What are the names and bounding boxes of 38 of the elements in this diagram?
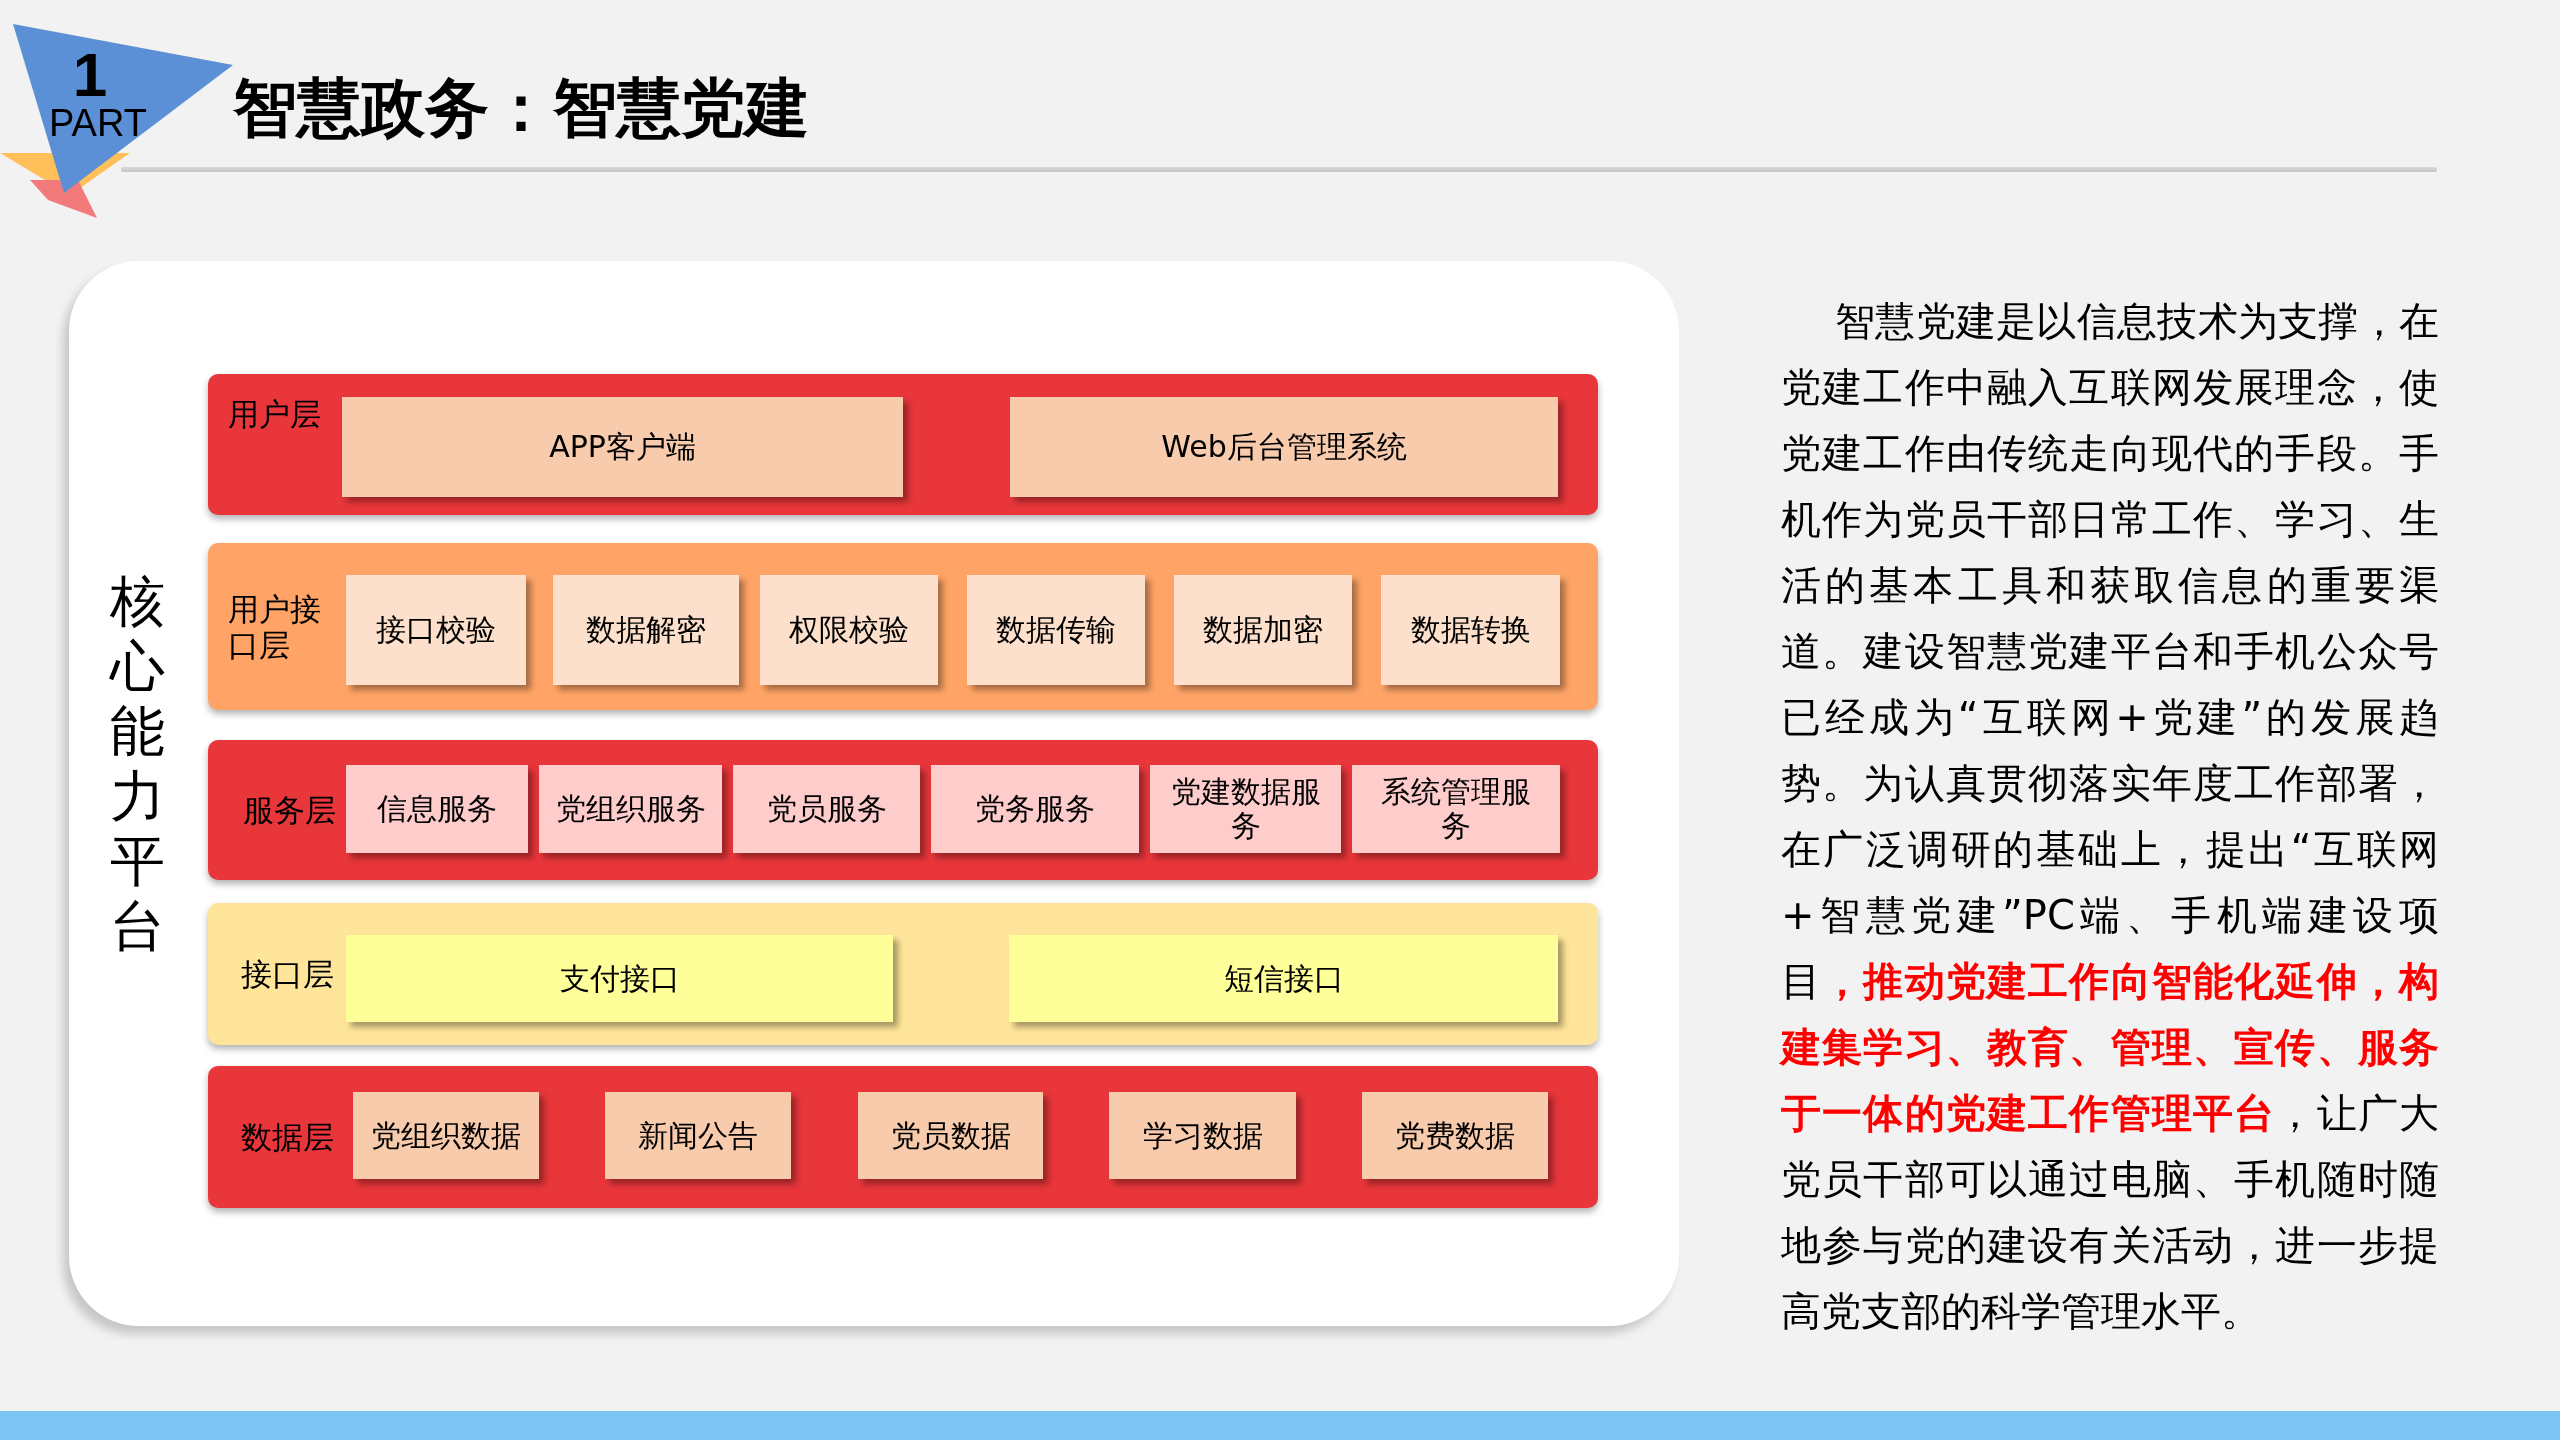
layer-component: 权限校验 xyxy=(760,575,938,685)
vertical-title: 核心能力平台 xyxy=(109,569,165,959)
layer-band xyxy=(208,374,1598,515)
layer-component: 短信接口 xyxy=(1009,935,1558,1022)
layer-component: 学习数据 xyxy=(1109,1092,1296,1179)
layer-component: 党组织服务 xyxy=(539,765,722,853)
layer-component: 信息服务 xyxy=(346,765,528,853)
layer-component: 党员数据 xyxy=(858,1092,1043,1179)
layer-component: 数据转换 xyxy=(1381,575,1560,685)
layer-component: 新闻公告 xyxy=(605,1092,791,1179)
page-title: 智慧政务：智慧党建 xyxy=(233,72,809,144)
layer-component: Web后台管理系统 xyxy=(1010,397,1558,497)
layer-component: 数据解密 xyxy=(553,575,739,685)
layer-label: 用户层 xyxy=(228,396,322,432)
layer-label: 服务层 xyxy=(243,792,337,828)
layer-component: 支付接口 xyxy=(346,935,893,1022)
part-badge xyxy=(13,24,233,193)
description-paragraph: 智慧党建是以信息技术为支撑，在党建工作中融入互联网发展理念，使党建工作由传统走向现代的手段。手机作为党员干部日常工作、学习、生活的基本工具和获取信息的重要渠道。建设智慧党建平台和手机公众号已经成为“互联网+党建”的发展趋势。为认真贯彻落实年度工作部署，在广泛调研的基础上，提出“互联网+智慧党建”PC端、手机端建设项目，推动党建工作向智能化延伸，构建集学习、教育、管理、宣传、服务于一体的党建工作管理平台，让广大党员干部可以通过电脑、手机随时随地参与党的建设有关活动，进一步提高党支部的科学管理水平。 xyxy=(1781,297,2439,1336)
layer-label: 用户接口层 xyxy=(228,590,322,663)
layer-label: 数据层 xyxy=(241,1119,335,1155)
layer-band xyxy=(208,1066,1598,1208)
layer-component: 党员服务 xyxy=(733,765,920,853)
layer-band xyxy=(208,740,1598,880)
platform-panel xyxy=(69,261,1679,1326)
layer-label: 接口层 xyxy=(241,956,335,992)
part-label: PART xyxy=(48,104,148,142)
layer-component: 党费数据 xyxy=(1362,1092,1548,1179)
layer-band xyxy=(208,903,1598,1045)
layer-component: 接口校验 xyxy=(346,575,526,685)
layer-band xyxy=(208,543,1598,710)
layer-component: 党建数据服务 xyxy=(1150,765,1341,853)
part-number: 1 xyxy=(71,44,109,106)
layer-component: 党务服务 xyxy=(931,765,1139,853)
layer-component: 党组织数据 xyxy=(353,1092,539,1179)
layer-component: 系统管理服务 xyxy=(1352,765,1560,853)
layer-component: 数据传输 xyxy=(967,575,1145,685)
layer-component: APP客户端 xyxy=(342,397,903,497)
layer-component: 数据加密 xyxy=(1174,575,1352,685)
